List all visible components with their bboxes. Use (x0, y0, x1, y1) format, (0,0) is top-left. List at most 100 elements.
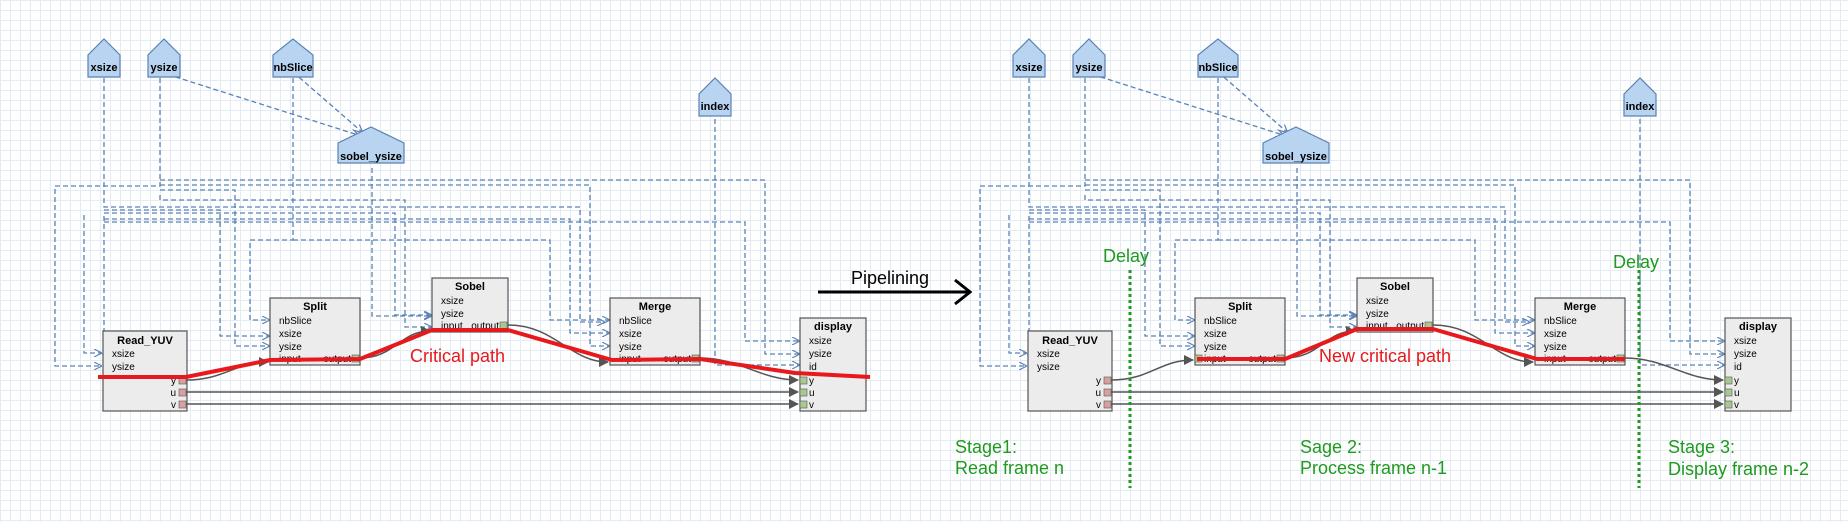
port-label: ysize (809, 349, 832, 360)
param-label: xsize (1016, 62, 1043, 74)
port-label: output (1396, 321, 1424, 332)
actor-title: display (1739, 321, 1778, 333)
port-label: nbSlice (1544, 316, 1577, 327)
port-label: y (1096, 376, 1101, 387)
port-label: nbSlice (1204, 316, 1237, 327)
port-label: v (171, 400, 176, 411)
port-label: ysize (441, 309, 464, 320)
config-edges (979, 71, 1724, 366)
param-index: index (698, 77, 732, 117)
stage1-title: Stage1: (955, 437, 1017, 457)
stage3-desc: Display frame n-2 (1668, 459, 1809, 479)
actor-split: Split nbSlice xsize ysize input output (1194, 297, 1286, 366)
critical-path-line (1197, 327, 1625, 361)
port-label: xsize (441, 296, 464, 307)
param-label: xsize (91, 62, 118, 74)
stage2-desc: Process frame n-1 (1300, 458, 1447, 478)
delay-label: Delay (1613, 252, 1659, 272)
actor-display: display xsize ysize id y u v (799, 317, 867, 412)
param-label: nbSlice (1198, 62, 1237, 74)
port-label: ysize (1366, 309, 1389, 320)
port-label: xsize (1204, 329, 1227, 340)
critical-path-label: Critical path (410, 346, 505, 366)
param-label: sobel_ysize (1265, 151, 1327, 163)
param-ysize: ysize (147, 38, 181, 78)
port-label: input (441, 321, 463, 332)
actor-title: Merge (639, 301, 671, 313)
param-nbslice: nbSlice (272, 38, 314, 78)
actor-title: Sobel (455, 281, 485, 293)
param-index: index (1623, 77, 1657, 117)
port-label: xsize (809, 336, 832, 347)
stage2-title: Sage 2: (1300, 437, 1362, 457)
right-graph: xsize ysize nbSlice sobel_ysize index Re… (955, 38, 1809, 488)
pipelining-label: Pipelining (851, 268, 929, 288)
param-xsize: xsize (87, 38, 121, 78)
port-label: input (1366, 321, 1388, 332)
port-label: v (1096, 400, 1101, 411)
port-label: y (171, 376, 176, 387)
port-label: ysize (1204, 342, 1227, 353)
port-label: xsize (1037, 349, 1060, 360)
stage1-desc: Read frame n (955, 458, 1064, 478)
actor-title: Split (1228, 301, 1252, 313)
param-label: index (701, 101, 731, 113)
param-nbslice: nbSlice (1197, 38, 1239, 78)
param-label: ysize (1076, 62, 1103, 74)
actor-title: Read_YUV (1042, 335, 1098, 347)
actor-read-yuv: Read_YUV xsize ysize y u v (102, 330, 188, 412)
port-label: y (1734, 376, 1739, 387)
actor-display: display xsize ysize id y u v (1724, 317, 1792, 412)
data-edges (185, 324, 799, 409)
port-label: u (170, 388, 176, 399)
config-edges (54, 71, 799, 366)
actor-title: display (814, 321, 853, 333)
port-label: ysize (279, 342, 302, 353)
port-label: nbSlice (279, 316, 312, 327)
port-label: output (471, 321, 499, 332)
actor-title: Split (303, 301, 327, 313)
delay-label: Delay (1103, 246, 1149, 266)
actor-sobel: Sobel xsize ysize input output (1356, 277, 1434, 333)
actor-sobel: Sobel xsize ysize input output (431, 277, 509, 333)
port-label: v (1734, 400, 1739, 411)
port-label: xsize (112, 349, 135, 360)
port-label: id (809, 362, 817, 373)
port-label: xsize (619, 329, 642, 340)
pipelining-arrow: Pipelining (818, 268, 973, 306)
port-label: v (809, 400, 814, 411)
critical-path-line (98, 328, 871, 379)
actor-title: Read_YUV (117, 335, 173, 347)
port-label: xsize (1734, 336, 1757, 347)
param-label: ysize (151, 62, 178, 74)
actor-merge: Merge nbSlice xsize ysize input output (1534, 297, 1626, 366)
actor-merge: Merge nbSlice xsize ysize input output (609, 297, 701, 366)
param-label: index (1626, 101, 1656, 113)
port-label: u (1734, 388, 1740, 399)
port-label: ysize (619, 342, 642, 353)
port-label: xsize (1544, 329, 1567, 340)
critical-path-label: New critical path (1319, 346, 1451, 366)
port-label: ysize (1037, 362, 1060, 373)
param-label: nbSlice (273, 62, 312, 74)
stage3-title: Stage 3: (1668, 437, 1735, 457)
port-label: ysize (1734, 349, 1757, 360)
param-sobel-ysize: sobel_ysize (337, 126, 405, 164)
port-label: xsize (1366, 296, 1389, 307)
port-label: u (809, 388, 815, 399)
port-label: ysize (1544, 342, 1567, 353)
param-xsize: xsize (1012, 38, 1046, 78)
param-label: sobel_ysize (340, 151, 402, 163)
port-label: nbSlice (619, 316, 652, 327)
actor-title: Sobel (1380, 281, 1410, 293)
port-label: xsize (279, 329, 302, 340)
left-graph: xsize ysize nbSlice sobel_ysize index Re… (54, 38, 871, 412)
actor-split: Split nbSlice xsize ysize input output (269, 297, 361, 366)
param-sobel-ysize: sobel_ysize (1262, 126, 1330, 164)
port-label: ysize (112, 362, 135, 373)
port-label: u (1095, 388, 1101, 399)
actor-title: Merge (1564, 301, 1596, 313)
actor-read-yuv: Read_YUV xsize ysize y u v (1027, 330, 1113, 412)
port-label: y (809, 376, 814, 387)
